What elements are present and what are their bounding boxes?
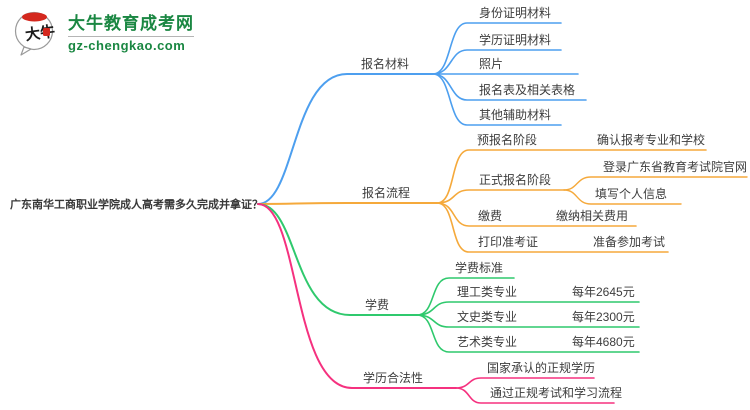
central-topic[interactable]: 广东南华工商职业学院成人高考需多久完成并拿证？ [10,199,263,211]
svg-text:大牛: 大牛 [24,22,56,44]
node-sci-eng-fee[interactable]: 每年2645元 [572,285,635,299]
node-print-admission-ticket[interactable]: 打印准考证 [478,235,539,249]
node-liberal-arts-fee[interactable]: 每年2300元 [572,310,635,324]
node-login-official-site[interactable]: 登录广东省教育考试院官网 [603,160,748,174]
branch-enroll-process[interactable]: 报名流程 [362,186,411,200]
node-fill-personal-info[interactable]: 填写个人信息 [595,187,668,201]
branch-tuition[interactable]: 学费 [365,298,390,312]
node-pre-register[interactable]: 预报名阶段 [477,133,538,147]
node-formal-exam-process[interactable]: 通过正规考试和学习流程 [490,386,623,400]
node-pay-fee[interactable]: 缴费 [478,209,503,223]
logo-bubble-icon: 大牛 [12,8,60,58]
node-pay-related-fee[interactable]: 缴纳相关费用 [556,209,629,223]
node-art-major[interactable]: 艺术类专业 [457,335,518,349]
node-forms[interactable]: 报名表及相关表格 [479,83,576,97]
branch-diploma-legality[interactable]: 学历合法性 [363,371,424,385]
node-identity-proof[interactable]: 身份证明材料 [479,6,552,20]
node-education-proof[interactable]: 学历证明材料 [479,33,552,47]
logo-brand-name: 大牛教育成考网 [68,14,194,33]
node-other-materials[interactable]: 其他辅助材料 [479,108,552,122]
logo-domain: gz-chengkao.com [68,36,194,53]
node-liberal-arts-major[interactable]: 文史类专业 [457,310,518,324]
node-confirm-major-school[interactable]: 确认报考专业和学校 [597,133,706,147]
site-logo: 大牛 大牛教育成考网 gz-chengkao.com [12,8,194,58]
node-tuition-standard[interactable]: 学费标准 [455,261,504,275]
node-state-recognized[interactable]: 国家承认的正规学历 [487,361,596,375]
node-art-fee[interactable]: 每年4680元 [572,335,635,349]
branch-enroll-materials[interactable]: 报名材料 [361,57,410,71]
node-formal-register[interactable]: 正式报名阶段 [479,173,552,187]
node-photo[interactable]: 照片 [479,57,504,71]
node-prepare-exam[interactable]: 准备参加考试 [593,235,666,249]
node-sci-eng-major[interactable]: 理工类专业 [457,285,518,299]
